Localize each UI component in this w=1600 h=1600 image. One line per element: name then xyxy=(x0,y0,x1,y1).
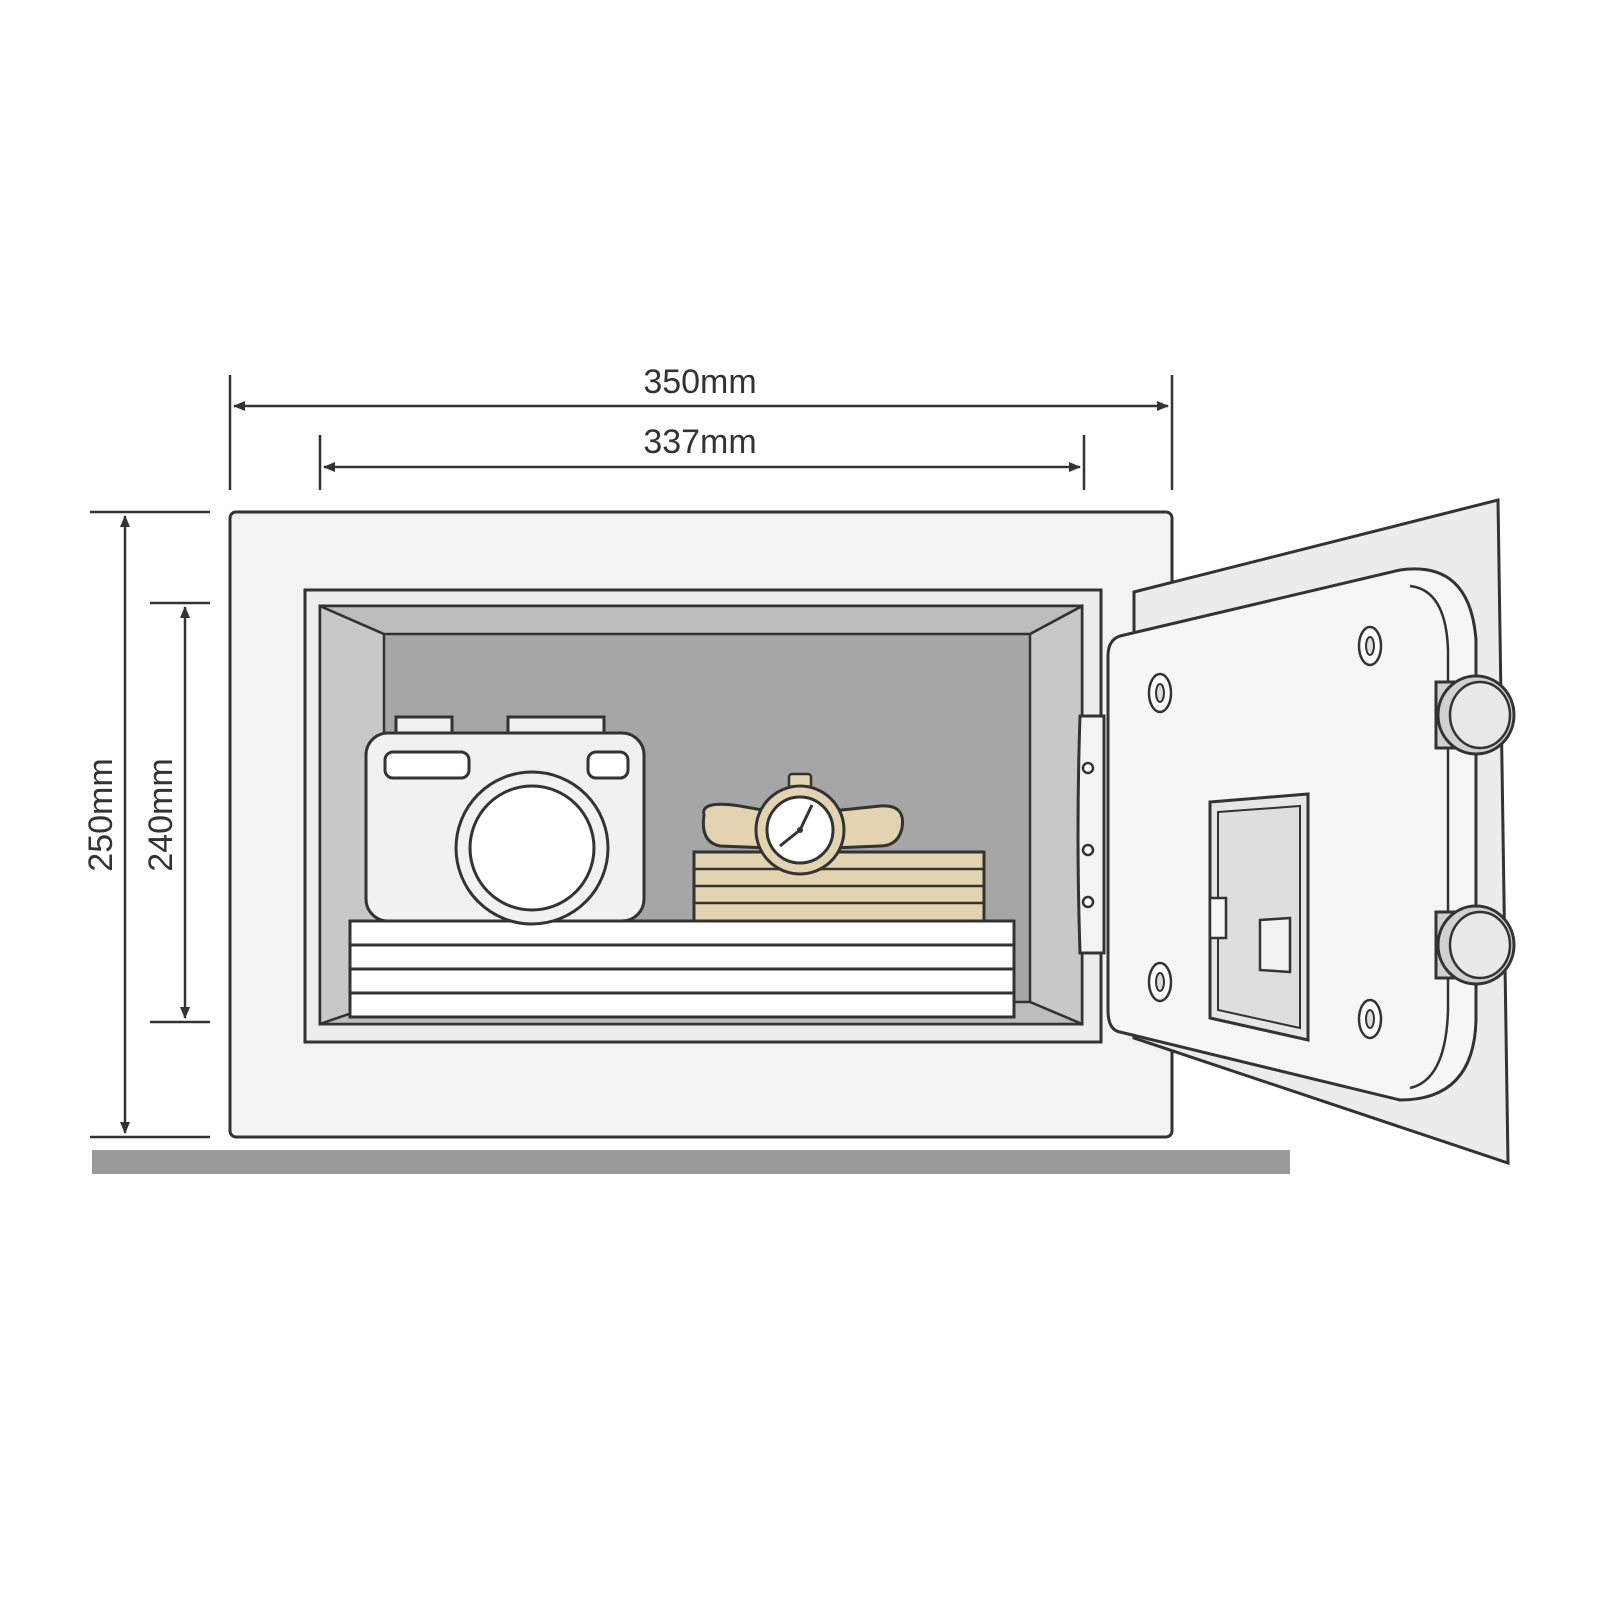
inner-width-label: 337mm xyxy=(643,423,756,461)
width-dimensions: 350mm 337mm xyxy=(228,363,1174,490)
safe-door xyxy=(1106,498,1516,1166)
locking-bolts xyxy=(1434,674,1516,986)
wristwatch-icon xyxy=(701,772,905,876)
box-stack xyxy=(692,850,986,923)
height-dimensions: 250mm 240mm xyxy=(82,510,210,1139)
camera-icon xyxy=(364,715,646,926)
door-screws xyxy=(1147,625,1383,1040)
door-hinge xyxy=(1076,714,1106,955)
ground-bar xyxy=(92,1150,1290,1174)
document-stack xyxy=(348,919,1016,1019)
keypad-icon xyxy=(1208,792,1310,1042)
outer-height-label: 250mm xyxy=(82,758,120,871)
outer-width-label: 350mm xyxy=(643,363,756,401)
inner-height-label: 240mm xyxy=(142,758,180,871)
